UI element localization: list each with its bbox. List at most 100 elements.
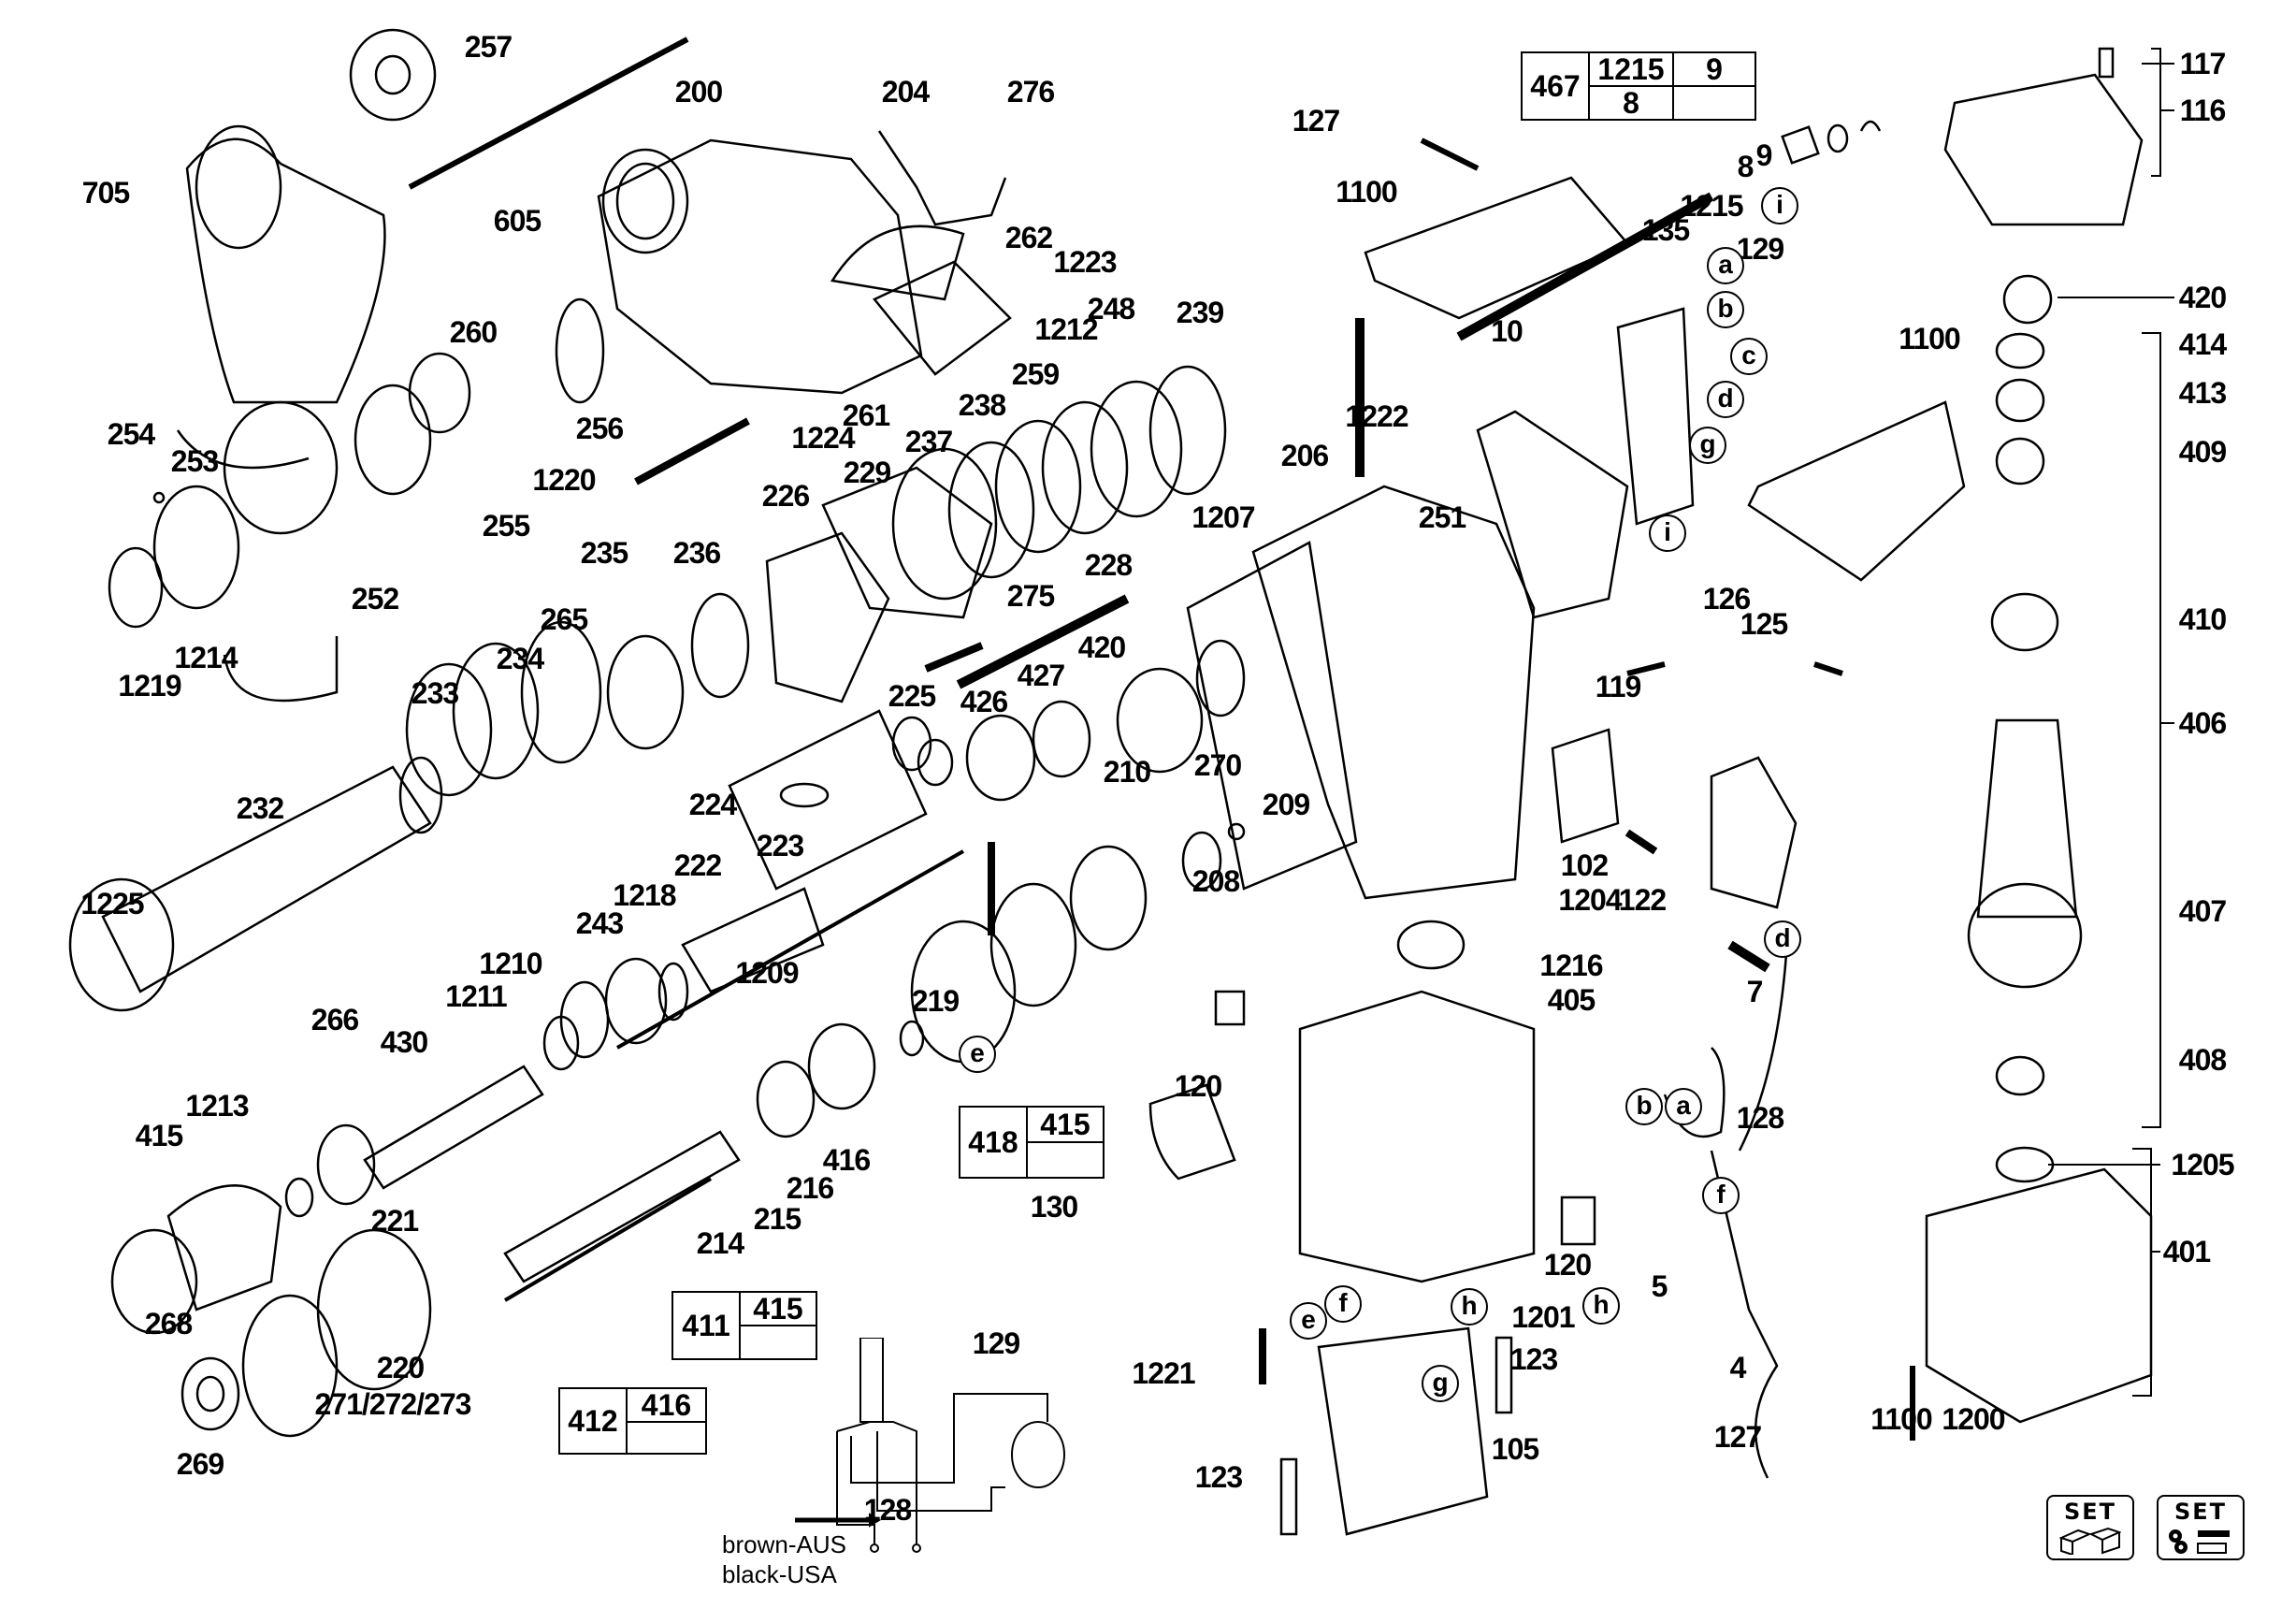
part-label-204[interactable]: 204 bbox=[881, 75, 930, 109]
part-label-120[interactable]: 120 bbox=[1543, 1248, 1592, 1282]
part-label-210[interactable]: 210 bbox=[1103, 755, 1151, 789]
part-label-214[interactable]: 214 bbox=[696, 1226, 744, 1260]
part-label-129[interactable]: 129 bbox=[1736, 232, 1784, 266]
part-label-1207[interactable]: 1207 bbox=[1191, 500, 1255, 534]
part-label-605[interactable]: 605 bbox=[493, 204, 542, 238]
set-badge-1100[interactable]: SET bbox=[2046, 1495, 2134, 1560]
part-label-119[interactable]: 119 bbox=[1595, 670, 1642, 703]
part-label-260[interactable]: 260 bbox=[449, 315, 498, 349]
part-label-256[interactable]: 256 bbox=[575, 412, 624, 445]
part-label-239[interactable]: 239 bbox=[1176, 296, 1224, 329]
part-label-1225[interactable]: 1225 bbox=[80, 887, 144, 920]
part-label-251[interactable]: 251 bbox=[1418, 500, 1466, 534]
part-label-408[interactable]: 408 bbox=[2178, 1043, 2227, 1077]
part-label-222[interactable]: 222 bbox=[673, 848, 722, 882]
kit-table-412[interactable]: 412 416 bbox=[558, 1387, 707, 1455]
part-label-268[interactable]: 268 bbox=[144, 1307, 193, 1340]
part-label-135[interactable]: 135 bbox=[1641, 213, 1690, 247]
part-label-430[interactable]: 430 bbox=[380, 1025, 428, 1059]
part-label-1213[interactable]: 1213 bbox=[185, 1089, 249, 1123]
part-label-127[interactable]: 127 bbox=[1292, 104, 1340, 138]
part-label-126[interactable]: 126 bbox=[1702, 582, 1751, 616]
kit-table-467[interactable]: 467 1215 9 8 bbox=[1521, 51, 1756, 121]
part-label-1100[interactable]: 1100 bbox=[1336, 175, 1397, 209]
part-label-259[interactable]: 259 bbox=[1011, 357, 1060, 391]
part-label-406[interactable]: 406 bbox=[2178, 706, 2227, 740]
part-label-1216[interactable]: 1216 bbox=[1539, 949, 1603, 982]
part-label-1215[interactable]: 1215 bbox=[1680, 189, 1743, 223]
part-label-229[interactable]: 229 bbox=[843, 456, 891, 489]
part-label-410[interactable]: 410 bbox=[2178, 602, 2227, 636]
part-label-1211[interactable]: 1211 bbox=[445, 979, 507, 1013]
part-label-401[interactable]: 401 bbox=[2162, 1235, 2211, 1268]
part-label-4[interactable]: 4 bbox=[1729, 1351, 1747, 1384]
part-label-252[interactable]: 252 bbox=[351, 582, 399, 616]
part-label-254[interactable]: 254 bbox=[107, 417, 155, 451]
part-label-415[interactable]: 415 bbox=[135, 1119, 183, 1152]
part-label-223[interactable]: 223 bbox=[756, 829, 804, 862]
part-label-243[interactable]: 243 bbox=[575, 906, 624, 940]
part-label-8[interactable]: 8 bbox=[1737, 150, 1754, 183]
part-label-266[interactable]: 266 bbox=[310, 1003, 359, 1036]
part-label-420[interactable]: 420 bbox=[1077, 630, 1126, 664]
part-label-1209[interactable]: 1209 bbox=[735, 956, 799, 990]
part-label-1100[interactable]: 1100 bbox=[1899, 322, 1960, 355]
part-label-226[interactable]: 226 bbox=[761, 479, 810, 513]
part-label-116[interactable]: 116 bbox=[2179, 94, 2227, 127]
part-label-208[interactable]: 208 bbox=[1191, 864, 1240, 898]
part-label-405[interactable]: 405 bbox=[1547, 983, 1596, 1017]
part-label-225[interactable]: 225 bbox=[888, 679, 936, 713]
part-label-1218[interactable]: 1218 bbox=[613, 878, 676, 912]
part-label-123[interactable]: 123 bbox=[1194, 1460, 1243, 1494]
part-label-105[interactable]: 105 bbox=[1491, 1432, 1539, 1466]
part-label-215[interactable]: 215 bbox=[753, 1202, 801, 1236]
part-label-420[interactable]: 420 bbox=[2178, 281, 2227, 314]
part-label-248[interactable]: 248 bbox=[1087, 292, 1135, 326]
part-label-228[interactable]: 228 bbox=[1084, 548, 1133, 582]
part-label-1214[interactable]: 1214 bbox=[174, 641, 238, 674]
part-label-123[interactable]: 123 bbox=[1509, 1342, 1558, 1376]
part-label-275[interactable]: 275 bbox=[1006, 579, 1055, 613]
part-label-426[interactable]: 426 bbox=[960, 685, 1008, 718]
part-label-9[interactable]: 9 bbox=[1755, 138, 1773, 172]
part-label-1220[interactable]: 1220 bbox=[532, 463, 596, 497]
part-label-269[interactable]: 269 bbox=[176, 1447, 224, 1481]
kit-table-418[interactable]: 418 415 bbox=[959, 1106, 1105, 1179]
part-label-253[interactable]: 253 bbox=[170, 444, 219, 478]
part-label-1201[interactable]: 1201 bbox=[1511, 1300, 1575, 1334]
part-label-128[interactable]: 128 bbox=[1736, 1101, 1784, 1135]
part-label-271-272-273[interactable]: 271/272/273 bbox=[314, 1387, 472, 1421]
part-label-200[interactable]: 200 bbox=[674, 75, 723, 109]
part-label-414[interactable]: 414 bbox=[2178, 327, 2227, 361]
part-label-130[interactable]: 130 bbox=[1030, 1190, 1078, 1224]
part-label-413[interactable]: 413 bbox=[2178, 376, 2227, 410]
part-label-257[interactable]: 257 bbox=[464, 30, 513, 64]
part-label-1200[interactable]: 1200 bbox=[1942, 1402, 2005, 1436]
part-label-1224[interactable]: 1224 bbox=[791, 421, 855, 455]
part-label-120[interactable]: 120 bbox=[1174, 1069, 1222, 1103]
part-label-209[interactable]: 209 bbox=[1262, 788, 1310, 821]
part-label-427[interactable]: 427 bbox=[1017, 659, 1065, 692]
part-label-261[interactable]: 261 bbox=[842, 399, 890, 432]
part-label-125[interactable]: 125 bbox=[1740, 607, 1788, 641]
part-label-220[interactable]: 220 bbox=[376, 1351, 425, 1384]
part-label-255[interactable]: 255 bbox=[482, 509, 530, 543]
part-label-129[interactable]: 129 bbox=[972, 1326, 1020, 1360]
part-label-232[interactable]: 232 bbox=[236, 791, 284, 825]
part-label-236[interactable]: 236 bbox=[672, 536, 721, 570]
set-badge-1200[interactable]: SET bbox=[2157, 1495, 2245, 1560]
part-label-1212[interactable]: 1212 bbox=[1034, 312, 1098, 346]
part-label-1205[interactable]: 1205 bbox=[2171, 1148, 2234, 1181]
part-label-10[interactable]: 10 bbox=[1491, 314, 1523, 348]
part-label-407[interactable]: 407 bbox=[2178, 894, 2227, 928]
part-label-1100[interactable]: 1100 bbox=[1870, 1402, 1932, 1436]
part-label-1221[interactable]: 1221 bbox=[1132, 1356, 1195, 1390]
part-label-216[interactable]: 216 bbox=[786, 1171, 834, 1205]
part-label-1222[interactable]: 1222 bbox=[1345, 399, 1408, 433]
part-label-235[interactable]: 235 bbox=[580, 536, 628, 570]
part-label-1204[interactable]: 1204 bbox=[1558, 883, 1622, 917]
part-label-234[interactable]: 234 bbox=[496, 642, 544, 675]
part-label-409[interactable]: 409 bbox=[2178, 435, 2227, 469]
part-label-1210[interactable]: 1210 bbox=[479, 947, 542, 980]
part-label-5[interactable]: 5 bbox=[1651, 1269, 1668, 1303]
